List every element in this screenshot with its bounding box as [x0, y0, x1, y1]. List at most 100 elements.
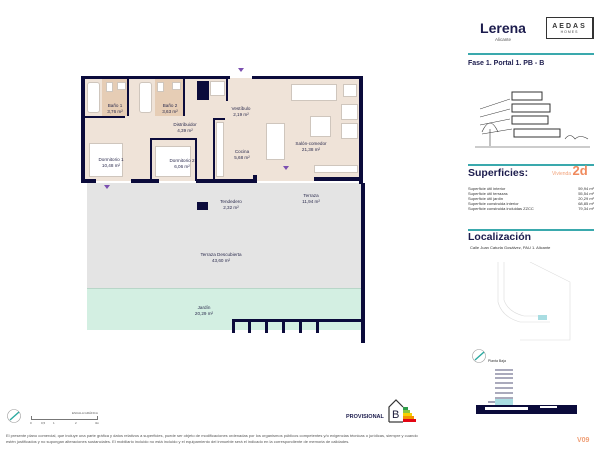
sofa — [291, 84, 337, 101]
tendedero-column — [197, 202, 208, 210]
document-code: V09 — [577, 437, 590, 444]
partition-dorm2-top — [150, 138, 195, 140]
railing-post — [299, 319, 302, 333]
building-sketch-icon — [475, 91, 590, 148]
unit-reference: Fase 1. Portal 1. PB - B — [468, 60, 545, 67]
railing-post — [282, 319, 285, 333]
wall-pillar — [197, 81, 209, 100]
coffee-table — [310, 116, 331, 137]
railing-top — [232, 319, 364, 322]
scale-tick: 1 — [53, 421, 55, 425]
toilet-2 — [157, 82, 164, 92]
bed-1 — [89, 143, 123, 177]
wall-right-terrace — [361, 183, 365, 343]
disclaimer-line: El presente plano comercial, que incluye… — [6, 433, 418, 438]
wall-right — [359, 76, 363, 184]
wall-kitchen-side — [253, 175, 257, 183]
bathtub-2 — [139, 82, 152, 113]
aedas-logo: AEDAS HOMES — [546, 17, 594, 39]
surface-row: Superficie útil jardín 20,29 m² — [468, 196, 594, 201]
energy-status: PROVISIONAL — [346, 414, 384, 420]
surface-row: Superficie construida interior 68,85 m² — [468, 201, 594, 206]
railing-post — [316, 319, 319, 333]
divider — [468, 229, 594, 231]
superficies-title: Superficies: — [468, 167, 529, 179]
wardrobe — [210, 81, 225, 96]
surface-row: Superficie útil terrazas 55,54 m² — [468, 191, 594, 196]
surface-label: Superficie construida incluidas ZZCC — [468, 206, 534, 211]
wall-bottom-interior-d — [314, 177, 362, 181]
kitchen-counter — [216, 122, 224, 177]
project-title: Lerena — [480, 20, 526, 36]
address: Calle Juan Caturla Gosálvez, PAU 1. Alic… — [470, 245, 551, 250]
wall-top-right — [252, 76, 362, 79]
scale-label: ESCALA GRÁFICA — [72, 411, 98, 415]
terrace-area — [87, 183, 361, 289]
wall-bottom-interior-b — [131, 179, 159, 183]
armchair — [343, 84, 357, 97]
bed-2 — [155, 146, 191, 177]
partition-kitchen-top — [215, 118, 225, 120]
surface-value: 68,85 m² — [578, 201, 594, 206]
bathtub-1 — [87, 82, 100, 113]
railing-post — [265, 319, 268, 333]
partition-kitchen-left — [213, 118, 215, 181]
entry-marker-icon — [238, 68, 244, 72]
wall-bottom-interior-a — [81, 179, 96, 183]
entry-marker-icon — [283, 166, 289, 170]
partition-bath-2 — [183, 79, 185, 116]
partition-dorm2-right — [195, 138, 197, 181]
scale-bar — [31, 416, 98, 420]
surface-value: 20,29 m² — [578, 196, 594, 201]
divider — [468, 53, 594, 55]
partition-bath-1 — [127, 79, 129, 116]
sideboard-2 — [341, 123, 358, 139]
surface-value: 79,34 m² — [578, 206, 594, 211]
sink-2 — [172, 82, 181, 90]
legal-disclaimer: El presente plano comercial, que incluye… — [6, 433, 476, 445]
surface-value: 59,94 m² — [578, 186, 594, 191]
sink-1 — [117, 82, 126, 90]
railing-post — [248, 319, 251, 333]
energy-rating-icon: B — [388, 399, 416, 423]
logo-sub: HOMES — [560, 29, 579, 34]
partition-dorm1-top — [85, 116, 125, 118]
wall-top-left — [81, 76, 230, 79]
entry-marker-icon — [104, 185, 110, 189]
unit-type-value: 2d — [572, 163, 588, 178]
scale-tick: 3m — [95, 421, 100, 425]
unit-type: Vivienda 2d — [552, 163, 588, 178]
orientation-compass-icon — [472, 349, 486, 363]
scale-tick: 0,5 — [41, 421, 46, 425]
toilet-1 — [106, 82, 113, 92]
partition-vestibulo — [226, 79, 228, 101]
scale-tick: 2 — [75, 421, 77, 425]
location-map — [497, 262, 571, 341]
wall-left — [81, 76, 85, 182]
partition-dorm1-right — [150, 138, 152, 181]
surface-label: Superficie útil jardín — [468, 196, 504, 201]
tv-unit — [314, 165, 358, 173]
surface-label: Superficie construida interior — [468, 201, 519, 206]
dining-table — [266, 123, 285, 160]
localizacion-title: Localización — [468, 231, 532, 243]
railing-post — [232, 319, 235, 333]
surface-value: 55,54 m² — [578, 191, 594, 196]
garden-area — [87, 288, 361, 330]
unit-type-label: Vivienda — [552, 171, 572, 177]
scale-tick: 0 — [30, 421, 32, 425]
project-location: Alicante — [494, 37, 511, 42]
surface-label: Superficie útil terrazas — [468, 191, 508, 196]
